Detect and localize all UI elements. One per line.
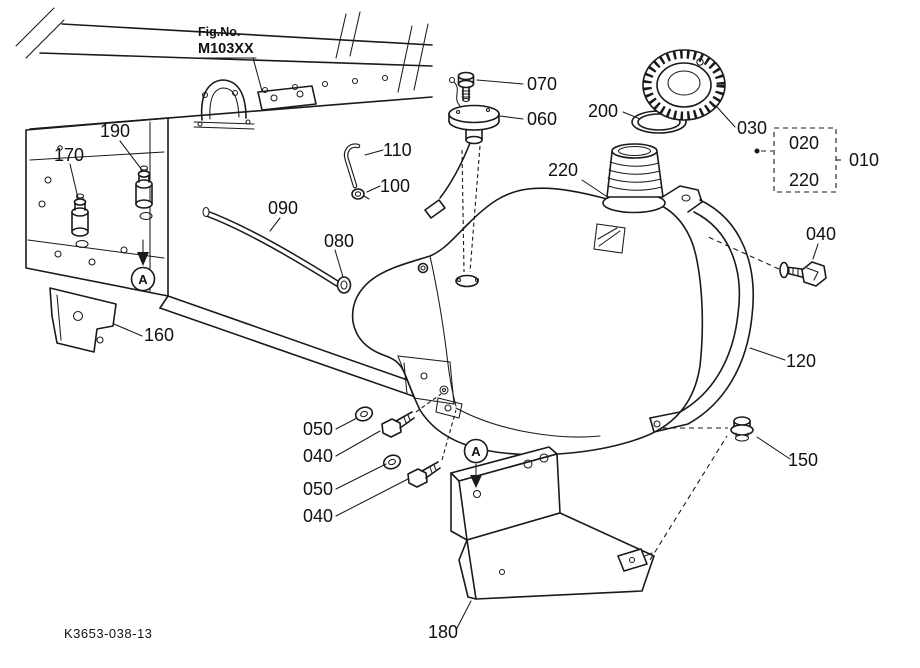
view-marker-a-bracket: A — [463, 438, 489, 488]
sender-bolt-070 — [457, 71, 475, 103]
washer-050-upper — [354, 406, 374, 422]
filler-cap-030 — [642, 49, 726, 121]
fig-no-value: M103XX — [198, 41, 254, 57]
fuel-hose-090 — [202, 206, 342, 288]
callout-050-lower: 050 — [303, 479, 333, 499]
callout-190: 190 — [100, 121, 130, 141]
callout-090: 090 — [268, 198, 298, 218]
callout-160: 160 — [144, 325, 174, 345]
pipe-clamp-100 — [351, 188, 370, 200]
view-marker-a-bracket-label: A — [471, 444, 481, 459]
callout-010: 010 — [849, 150, 879, 170]
callout-labels: 070 060 200 030 020 010 220 220 110 100 … — [54, 74, 879, 642]
view-marker-a-frame-label: A — [138, 272, 148, 287]
plug-190 — [135, 165, 153, 209]
callout-220-grouped: 220 — [789, 170, 819, 190]
callout-110: 110 — [383, 140, 412, 160]
callout-040-lower: 040 — [303, 506, 333, 526]
callout-060: 060 — [527, 109, 557, 129]
callout-220-neck: 220 — [548, 160, 578, 180]
fuel-sender-060 — [424, 76, 500, 219]
callout-120: 120 — [786, 351, 816, 371]
callout-020: 020 — [789, 133, 819, 153]
sender-alignment-dashed-1 — [461, 149, 465, 273]
view-marker-a-frame: A — [130, 239, 156, 292]
band-bolt-040 — [705, 235, 827, 287]
callout-080: 080 — [324, 231, 354, 251]
callout-040-upper: 040 — [303, 446, 333, 466]
drawing-code: K3653-038-13 — [64, 626, 152, 641]
sender-alignment-dashed-2 — [469, 145, 481, 273]
callout-180: 180 — [428, 622, 458, 642]
bracket-band-alignment-dashed — [649, 435, 728, 561]
callout-100: 100 — [380, 176, 410, 196]
callout-030: 030 — [737, 118, 767, 138]
callout-150: 150 — [788, 450, 818, 470]
plug-170 — [71, 193, 89, 237]
bolt-040-upper — [381, 393, 442, 438]
assembly-group-010 — [754, 127, 845, 193]
tank-band-120 — [649, 185, 754, 433]
bracket-160 — [49, 287, 117, 353]
hose-clamp-080 — [336, 276, 352, 294]
washer-050-lower — [382, 454, 402, 470]
bolt-040-lower — [407, 409, 457, 488]
nut-150 — [730, 416, 754, 442]
pipe-110 — [343, 143, 361, 189]
fuel-tank — [351, 143, 704, 456]
bracket-180 — [450, 446, 655, 600]
callout-050-upper: 050 — [303, 419, 333, 439]
callout-170: 170 — [54, 145, 84, 165]
callout-040-band: 040 — [806, 224, 836, 244]
callout-070: 070 — [527, 74, 557, 94]
fig-no-label: Fig.No. — [198, 25, 240, 39]
figure-number-block: Fig.No. M103XX — [195, 25, 257, 59]
leader-lines — [69, 57, 819, 631]
callout-200: 200 — [588, 101, 618, 121]
